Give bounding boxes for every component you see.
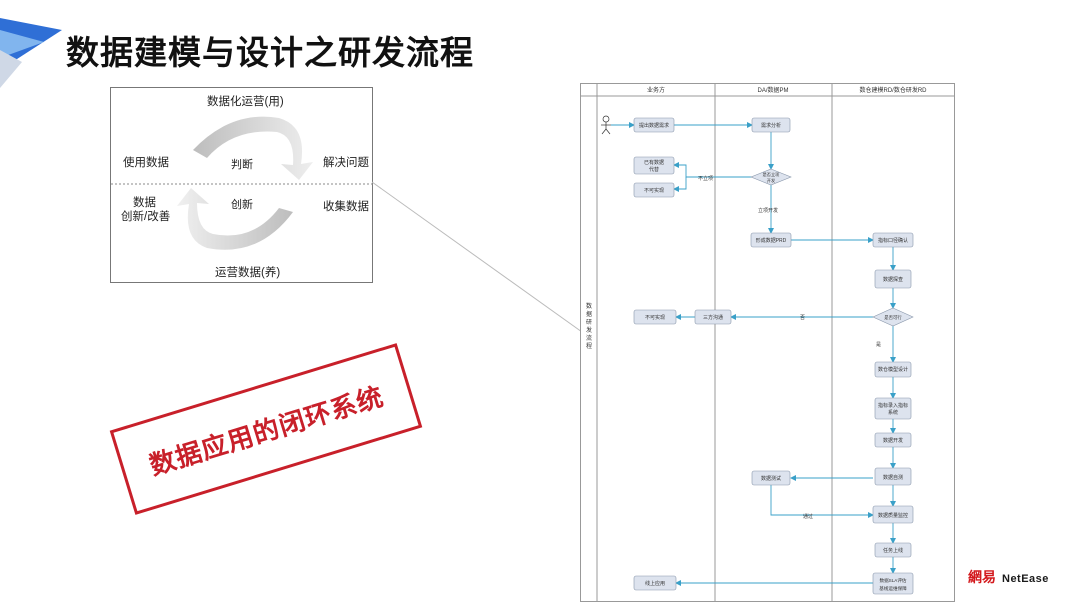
lane-header-business: 业务方 [647, 86, 665, 94]
svg-text:数据开发: 数据开发 [883, 437, 903, 444]
node-unrealizable-1: 不可实现 [633, 182, 675, 198]
cycle-left-upper-label: 使用数据 [123, 157, 169, 169]
corner-decoration [0, 18, 62, 88]
node-caliber-confirm: 指标口径确认 [872, 232, 914, 248]
svg-text:是: 是 [876, 342, 881, 348]
svg-text:数: 数 [586, 302, 592, 310]
svg-text:代替: 代替 [649, 166, 659, 173]
edge-labels: 不立项 立项开发 否 是 通过 [698, 175, 881, 520]
svg-text:是否可行: 是否可行 [884, 314, 902, 321]
cycle-right-lower-label: 收集数据 [323, 201, 369, 213]
lower-cycle-arrow [177, 188, 293, 250]
cycle-center-lower-label: 创新 [231, 199, 253, 211]
lane-header-da: DA/数据PM [757, 86, 788, 94]
svg-text:否: 否 [800, 315, 805, 321]
node-metric-entry: 指标录入指标 系统 [874, 397, 912, 420]
svg-text:不可实现: 不可实现 [645, 314, 665, 321]
side-label: 数 据 研 发 流 程 [586, 302, 592, 350]
cycle-diagram: 数据化运营(用) 使用数据 解决问题 数据 创新/改善 收集数据 运营数据(养)… [110, 87, 374, 283]
svg-text:任务上线: 任务上线 [883, 547, 903, 554]
svg-text:数据SLA评估: 数据SLA评估 [879, 577, 906, 584]
brand-cn: 網易 [968, 570, 996, 586]
svg-text:形成数据PRD: 形成数据PRD [756, 237, 787, 244]
cycle-left-lower-label-2: 创新/改善 [121, 211, 171, 223]
cycle-arrows [111, 116, 374, 250]
node-model-design: 数仓模型设计 [874, 361, 912, 378]
cycle-top-label: 数据化运营(用) [207, 96, 284, 108]
netease-logo: 網易 NetEase [968, 567, 1049, 587]
svg-text:不立项: 不立项 [698, 175, 713, 182]
svg-text:是否立项: 是否立项 [763, 171, 781, 178]
node-data-explore: 数据探查 [874, 269, 912, 289]
node-requirement-analysis: 需求分析 [751, 117, 791, 133]
node-sla-assessment: 数据SLA评估 基线运维保障 [872, 572, 914, 595]
svg-text:数据测试: 数据测试 [761, 475, 781, 482]
svg-text:研: 研 [586, 319, 592, 326]
node-existing-data: 已有数据 代替 [633, 156, 675, 175]
svg-text:三方沟通: 三方沟通 [703, 314, 723, 321]
node-data-development: 数据开发 [874, 432, 912, 448]
svg-text:流: 流 [586, 334, 592, 342]
node-data-selftest: 数据自测 [874, 467, 912, 486]
cycle-right-upper-label: 解决问题 [323, 157, 369, 169]
node-three-party: 三方沟通 [694, 309, 732, 325]
svg-text:数仓模型设计: 数仓模型设计 [878, 366, 908, 373]
cycle-bottom-label: 运营数据(养) [215, 267, 281, 279]
node-unrealizable-2: 不可实现 [633, 309, 677, 325]
swimlane-flowchart: 业务方 DA/数据PM 数仓建模RD/数仓研发RD 数 据 研 发 流 程 [580, 83, 955, 602]
node-quality-monitor: 数据质量监控 [872, 505, 914, 524]
node-data-test: 数据测试 [751, 470, 791, 486]
lane-header-rd: 数仓建模RD/数仓研发RD [860, 86, 928, 94]
flow-edges [611, 122, 896, 586]
svg-text:提出数据需求: 提出数据需求 [639, 122, 669, 129]
actor-icon [601, 115, 611, 135]
svg-text:发: 发 [586, 326, 592, 334]
svg-text:需求分析: 需求分析 [761, 122, 781, 129]
svg-text:据: 据 [586, 310, 592, 318]
stamp-text: 数据应用的闭环系统 [145, 380, 388, 481]
svg-text:指标录入指标: 指标录入指标 [878, 402, 908, 409]
node-online-application: 线上应用 [633, 575, 677, 591]
node-raise-requirement: 提出数据需求 [633, 117, 675, 133]
svg-text:开发: 开发 [767, 177, 776, 184]
svg-text:不可实现: 不可实现 [644, 187, 664, 194]
svg-text:程: 程 [586, 342, 592, 350]
svg-text:通过: 通过 [803, 513, 813, 520]
node-task-online: 任务上线 [874, 542, 912, 558]
svg-text:指标口径确认: 指标口径确认 [878, 237, 908, 244]
svg-text:已有数据: 已有数据 [644, 159, 664, 166]
connector-line [371, 181, 583, 333]
upper-cycle-arrow [193, 116, 313, 180]
svg-text:数据质量监控: 数据质量监控 [878, 512, 908, 519]
slide-title: 数据建模与设计之研发流程 [66, 34, 474, 71]
node-decision-approve: 是否立项 开发 [750, 168, 792, 186]
brand-en: NetEase [1002, 573, 1049, 585]
svg-text:系统: 系统 [888, 409, 898, 416]
node-decision-feasible: 是否可行 [872, 307, 914, 327]
svg-text:数据自测: 数据自测 [883, 474, 903, 481]
closed-loop-stamp: 数据应用的闭环系统 [109, 343, 423, 515]
node-form-prd: 形成数据PRD [750, 232, 792, 248]
cycle-center-upper-label: 判断 [231, 159, 253, 171]
cycle-left-lower-label-1: 数据 [133, 197, 156, 209]
svg-text:立项开发: 立项开发 [758, 207, 778, 214]
svg-text:数据探查: 数据探查 [883, 276, 903, 283]
svg-text:基线运维保障: 基线运维保障 [879, 585, 907, 592]
svg-text:线上应用: 线上应用 [645, 580, 665, 587]
